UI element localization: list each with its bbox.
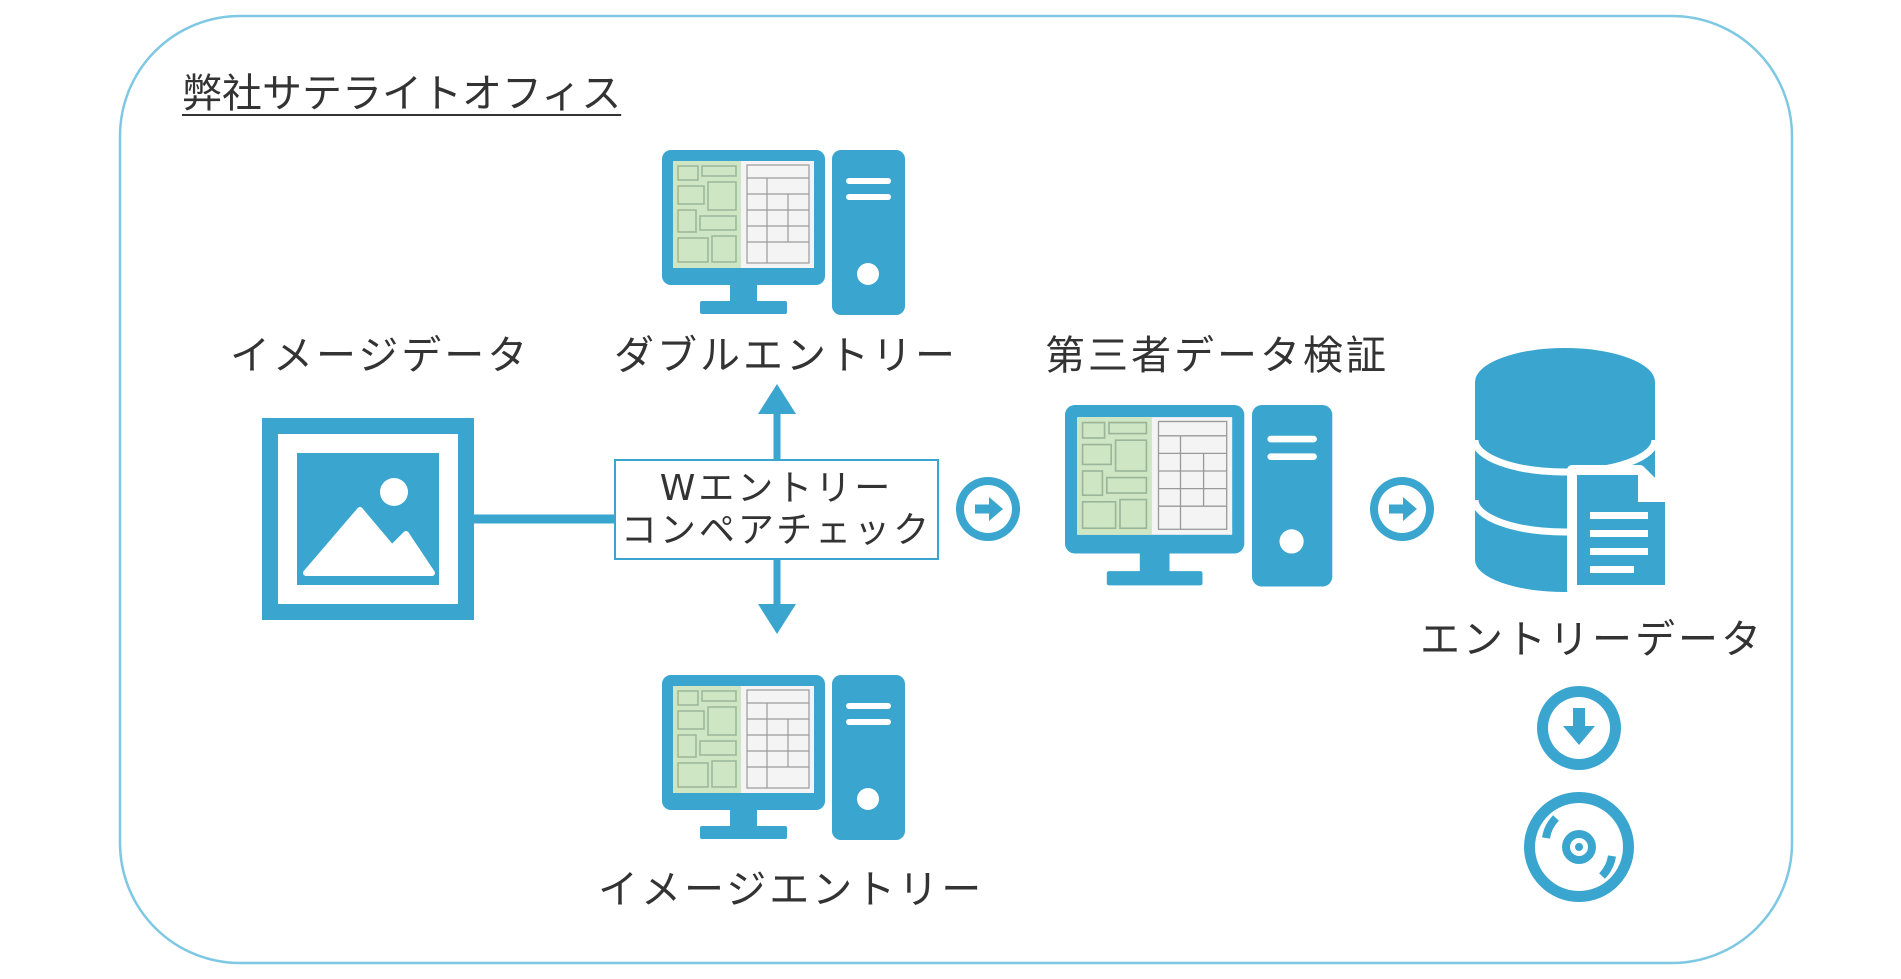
arrow-right-icon <box>1370 477 1434 541</box>
office-title: 弊社サテライトオフィス <box>182 71 622 117</box>
compare-check-box: Wエントリー コンペアチェック <box>614 459 939 560</box>
double-entry-label: ダブルエントリー <box>614 333 958 379</box>
entry-data-label: エントリーデータ <box>1420 617 1764 663</box>
document-icon <box>1567 465 1675 595</box>
disc-icon <box>1524 792 1634 902</box>
image-data-label: イメージデータ <box>230 333 531 379</box>
third-party-computer-icon <box>1064 404 1334 588</box>
image-entry-computer-icon <box>661 674 906 841</box>
compare-box-line2: コンペアチェック <box>620 509 933 551</box>
up-arrow <box>758 384 796 459</box>
third-party-check-label: 第三者データ検証 <box>1045 333 1389 379</box>
arrow-right-icon <box>956 477 1020 541</box>
down-arrow <box>758 560 796 634</box>
office-frame <box>118 14 1794 965</box>
image-entry-label: イメージエントリー <box>598 867 985 913</box>
download-icon <box>1537 686 1621 770</box>
double-entry-computer-icon <box>661 149 906 316</box>
image-data-icon <box>262 418 474 620</box>
compare-box-line1: Wエントリー <box>659 468 894 510</box>
